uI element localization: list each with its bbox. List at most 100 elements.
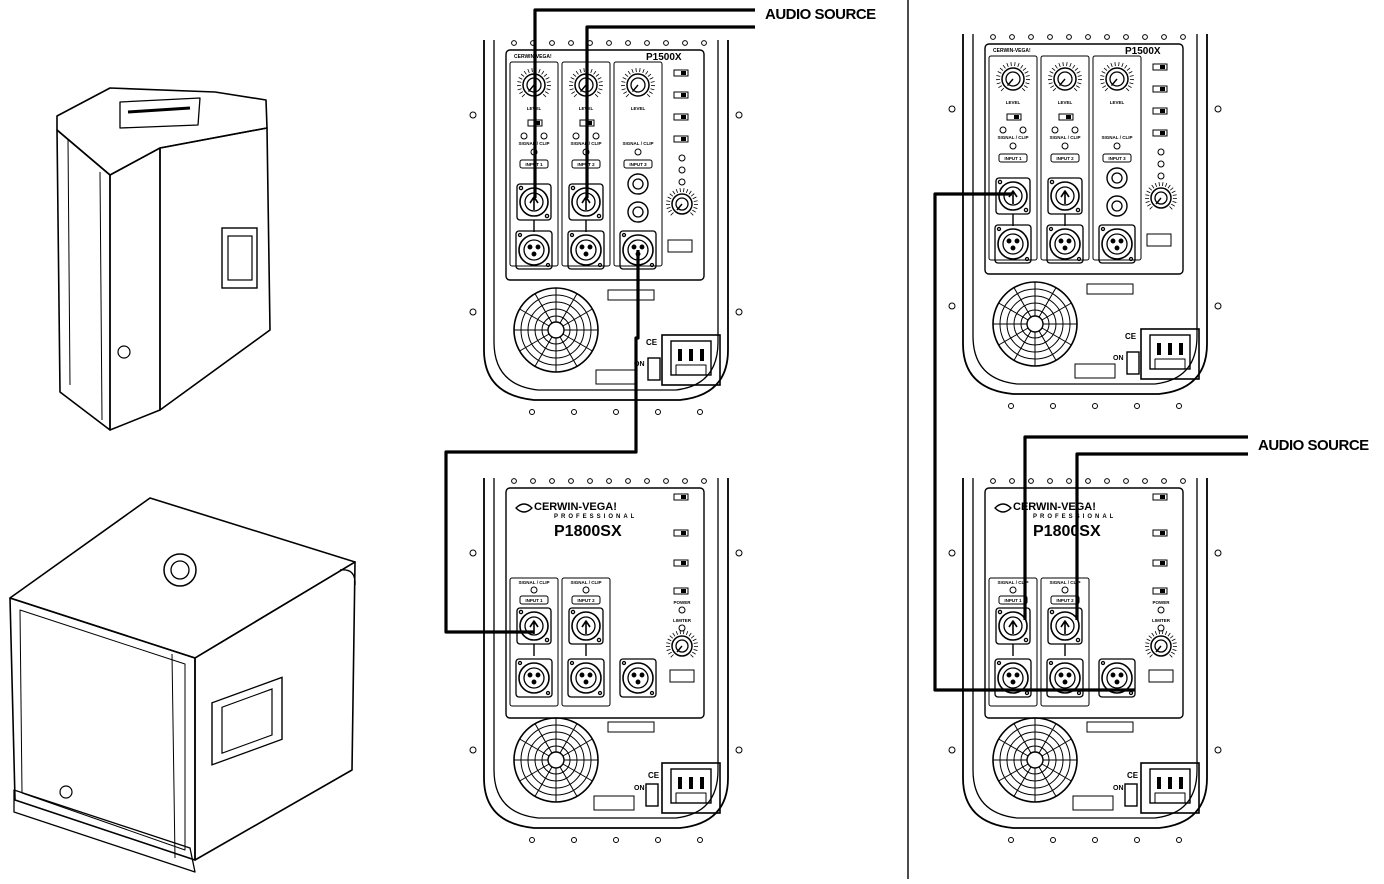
panel-screw (683, 479, 688, 484)
knob-tick (1173, 195, 1177, 196)
knob-tick (591, 69, 592, 73)
knob-tick (1173, 649, 1177, 650)
xlr-pin (580, 673, 584, 677)
level-knob (1100, 62, 1134, 91)
xlr-pin (536, 673, 540, 677)
xlr-pin (580, 245, 584, 249)
panel-screw (991, 35, 996, 40)
fan-hub (548, 752, 564, 768)
pole-mount-outer (164, 554, 196, 586)
knob-tick (693, 639, 697, 641)
knob-pointer (581, 85, 587, 92)
knob-tick (1022, 88, 1025, 91)
panel-screw (569, 41, 574, 46)
knob-tick (686, 631, 687, 635)
knob-tick (1001, 88, 1004, 91)
knob-tick (667, 207, 671, 208)
knob-tick (651, 82, 655, 83)
knob-tick (545, 92, 548, 94)
knob-tick (1129, 83, 1133, 84)
knob-tick (646, 71, 648, 74)
xlr-pin (584, 680, 588, 684)
level-label: LEVEL (1058, 100, 1073, 105)
xlr-pin (632, 245, 636, 249)
knob-tick (1049, 83, 1053, 84)
knob-tick (670, 636, 673, 639)
xlr-inner (1003, 234, 1023, 254)
input-label: INPUT 3 (629, 162, 647, 167)
knob-tick (1170, 188, 1173, 191)
mount-hole (949, 106, 955, 112)
speaker-badge (118, 346, 130, 358)
knob-tick (1076, 86, 1079, 88)
knob-tick (694, 643, 698, 644)
bottom-screw (530, 838, 535, 843)
knob-tick (580, 69, 581, 73)
xlr-pin (528, 245, 532, 249)
xlr-thru-1 (516, 659, 552, 697)
mount-hole (949, 550, 955, 556)
remote-port (1147, 234, 1171, 246)
toggle-lever (1160, 87, 1165, 91)
mount-hole (1215, 303, 1221, 309)
mount-hole (949, 747, 955, 753)
xlr-pin (1015, 673, 1019, 677)
knob-tick (673, 191, 675, 194)
combo-screw (1076, 638, 1079, 641)
xlr-pin (640, 673, 644, 677)
rca-jack (628, 202, 648, 222)
xlr-screw (1026, 692, 1029, 695)
panel-screw (1124, 35, 1129, 40)
knob-tick (1173, 201, 1177, 202)
toggle-lever (1066, 115, 1071, 119)
combo-screw (571, 610, 574, 613)
xlr-screw (599, 692, 602, 695)
cooling-fan (993, 718, 1077, 802)
knob-tick (690, 212, 693, 215)
xlr-thru-2 (568, 231, 604, 269)
iec-pin (1179, 777, 1183, 789)
panel-screw (512, 479, 517, 484)
sub-caster (340, 570, 355, 585)
xlr-pin (1059, 239, 1063, 243)
input-label: INPUT 3 (1108, 156, 1126, 161)
toggle-lever (681, 137, 686, 141)
toggle-lever (1160, 131, 1165, 135)
knob-tick (1107, 65, 1109, 68)
knob-tick (543, 94, 546, 97)
xlr-pin (632, 673, 636, 677)
toggle-lever (1014, 115, 1019, 119)
cable-link-left (446, 250, 638, 632)
signal-clip-label: SIGNAL / CLIP (1102, 135, 1133, 140)
toggle-lever (1160, 561, 1165, 565)
combo-input-2 (569, 608, 603, 644)
knob-tick (1077, 72, 1081, 74)
toggle-lever (681, 531, 686, 535)
led-indicator (1052, 127, 1058, 133)
knob-tick (671, 212, 674, 215)
panel-screw (550, 41, 555, 46)
brand-text: CERWIN-VEGA! (534, 501, 617, 513)
knob-tick (1126, 88, 1129, 91)
dsp-switch (674, 588, 688, 594)
xlr-pin (532, 252, 536, 256)
knob-tick (668, 210, 671, 212)
led-indicator (1158, 625, 1164, 631)
xlr-inner (576, 240, 596, 260)
power-switch (1127, 352, 1139, 374)
combo-screw (998, 180, 1001, 183)
remote-port (668, 240, 692, 252)
knob-tick (628, 71, 630, 74)
power-inlet (662, 335, 720, 385)
iec-pin (689, 777, 693, 789)
led-indicator (1114, 143, 1120, 149)
iec-key (1155, 359, 1185, 369)
xlr-pin (1015, 239, 1019, 243)
xlr-screw (998, 228, 1001, 231)
model-text: P1500X (1125, 46, 1161, 57)
iec-pin (1168, 777, 1172, 789)
knob-pointer (1008, 79, 1014, 86)
xlr-inner (524, 668, 544, 688)
